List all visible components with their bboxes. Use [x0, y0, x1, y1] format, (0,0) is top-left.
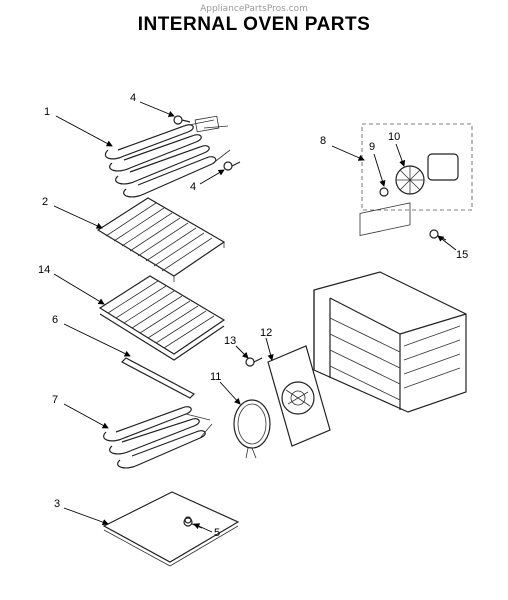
callout-10: 10: [388, 131, 400, 143]
screw-lower[interactable]: [223, 161, 241, 171]
fan-screw[interactable]: [429, 229, 447, 241]
cover-screw[interactable]: [245, 357, 263, 367]
roller-rack[interactable]: [98, 275, 226, 361]
watermark: AppliancePartsPros.com: [200, 4, 308, 14]
callout-13: 13: [224, 335, 236, 347]
diagram-title: INTERNAL OVEN PARTS: [137, 14, 371, 35]
convection-cover[interactable]: [267, 345, 331, 447]
callout-2: 2: [42, 196, 48, 208]
callout-8: 8: [320, 135, 326, 147]
oven-cavity[interactable]: [313, 202, 467, 413]
callout-9: 9: [369, 141, 375, 153]
convection-fan-assembly[interactable]: [361, 123, 473, 211]
callout-5: 5: [214, 527, 220, 539]
callout-4-upper: 4: [130, 92, 136, 104]
callout-1: 1: [44, 106, 50, 118]
bake-baffle[interactable]: [121, 357, 195, 399]
callout-15: 15: [456, 249, 468, 261]
broil-element[interactable]: [104, 115, 231, 198]
callout-12: 12: [260, 327, 272, 339]
callout-7: 7: [52, 394, 58, 406]
ring-element[interactable]: [233, 399, 271, 459]
callout-4-lower: 4: [190, 181, 196, 193]
callout-3: 3: [54, 498, 60, 510]
screw-upper[interactable]: [173, 115, 191, 125]
callout-6: 6: [52, 314, 58, 326]
bake-element[interactable]: [103, 406, 213, 469]
oven-rack[interactable]: [96, 197, 226, 282]
callout-14: 14: [38, 264, 50, 276]
callout-11: 11: [210, 371, 221, 383]
